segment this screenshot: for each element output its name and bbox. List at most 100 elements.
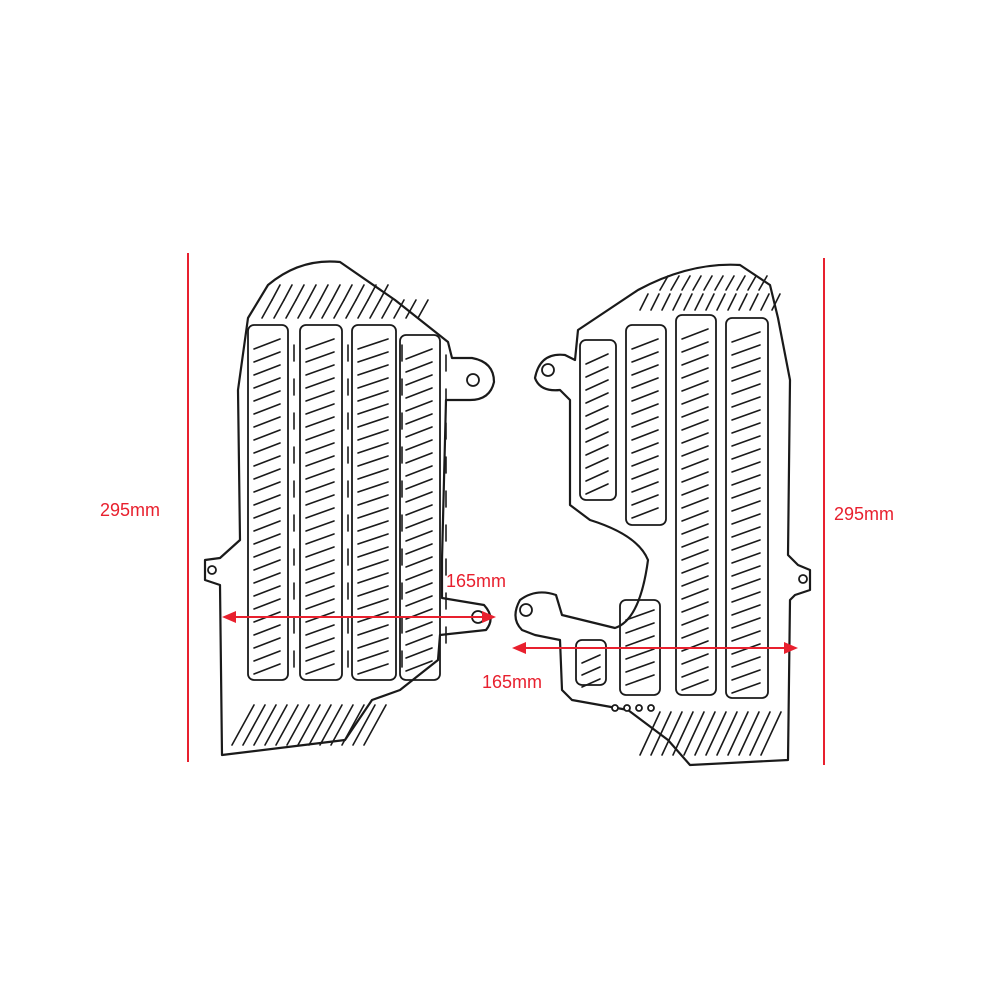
vent-slot [585, 418, 609, 430]
vent-slot [731, 539, 761, 551]
vent-slot [581, 666, 601, 676]
vent-slot [639, 711, 661, 756]
vent-slot [285, 299, 297, 319]
vent-slot [283, 284, 293, 301]
vent-slot [625, 648, 655, 660]
vent-slot [253, 650, 281, 662]
left-width-label: 165mm [446, 571, 506, 591]
vent-slot [681, 588, 709, 600]
vent-slot [331, 284, 341, 301]
vent-slot [760, 293, 770, 311]
vent-slot [330, 704, 354, 746]
vent-slot [585, 366, 609, 378]
vent-slot [681, 575, 709, 587]
vent-slot [672, 293, 682, 311]
vent-slot [305, 650, 335, 662]
vent-slot [405, 530, 433, 542]
vent-slot [738, 293, 748, 311]
right-width-dimension [512, 642, 798, 654]
vent-slot [405, 595, 433, 607]
vent-slot [305, 546, 335, 558]
vent-slot [581, 678, 601, 688]
vent-slot [731, 409, 761, 421]
vent-slot [683, 293, 693, 311]
vent-slot [731, 344, 761, 356]
vent-slot [357, 559, 389, 571]
vent-slot [585, 444, 609, 456]
vent-slot [585, 405, 609, 417]
vent-slot [749, 293, 759, 311]
vent-slot [405, 478, 433, 490]
right-bottom-tab-hole [519, 603, 533, 617]
vent-slot [681, 328, 709, 340]
vent-slot [309, 299, 321, 319]
vent-slot [253, 442, 281, 454]
vent-slot [681, 380, 709, 392]
right-top-vent-slots [639, 275, 781, 311]
right-height-label: 295mm [834, 504, 894, 524]
vent-slot [705, 293, 715, 311]
vent-slot [357, 663, 389, 675]
vent-slot [631, 338, 659, 350]
vent-slot [731, 422, 761, 434]
vent-slot [231, 704, 255, 746]
vent-slot [305, 429, 335, 441]
vent-slot [585, 431, 609, 443]
vent-slot [731, 604, 761, 616]
vent-slot [731, 370, 761, 382]
vent-slot [305, 442, 335, 454]
vent-slot [357, 650, 389, 662]
vent-slot [731, 383, 761, 395]
vent-slot [731, 513, 761, 525]
vent-column-frame [299, 324, 343, 681]
vent-slot [681, 666, 709, 678]
vent-slot [731, 656, 761, 668]
vent-slot [731, 578, 761, 590]
vent-slot [405, 452, 433, 464]
vent-slot [357, 390, 389, 402]
vent-column-frame [247, 324, 289, 681]
vent-slot [305, 559, 335, 571]
vent-slot [681, 354, 709, 366]
vent-slot [333, 299, 345, 319]
vent-slot [305, 390, 335, 402]
vent-slot [405, 647, 433, 659]
left-width-arrow-start [222, 611, 236, 623]
vent-slot [631, 494, 659, 506]
vent-slot [253, 429, 281, 441]
vent-slot [585, 483, 609, 495]
vent-column-frame [625, 324, 667, 526]
vent-slot [253, 403, 281, 415]
left-width-arrow-end [482, 611, 496, 623]
vent-slot [731, 669, 761, 681]
vent-slot [681, 562, 709, 574]
vent-slot [405, 465, 433, 477]
vent-slot [305, 494, 335, 506]
vent-slot [716, 711, 738, 756]
right-width-arrow-start [512, 642, 526, 654]
vent-slot [242, 704, 266, 746]
vent-slot [694, 293, 704, 311]
vent-slot [631, 507, 659, 519]
vent-slot [355, 284, 365, 301]
vent-slot [585, 353, 609, 365]
vent-slot [357, 598, 389, 610]
vent-slot [405, 582, 433, 594]
vent-slot [305, 364, 335, 376]
vent-slot [286, 704, 310, 746]
vent-slot [760, 711, 782, 756]
vent-slot [405, 517, 433, 529]
vent-slot [731, 435, 761, 447]
vent-slot [253, 507, 281, 519]
vent-slot [417, 299, 429, 319]
vent-slot [731, 461, 761, 473]
vent-column-frame [579, 339, 617, 501]
vent-slot [253, 624, 281, 636]
vent-slot [305, 455, 335, 467]
vent-slot [625, 674, 655, 686]
right-guard-outline [514, 263, 812, 767]
vent-column-frame [399, 334, 441, 681]
vent-slot [631, 429, 659, 441]
vent-slot [625, 622, 655, 634]
vent-slot [681, 432, 709, 444]
